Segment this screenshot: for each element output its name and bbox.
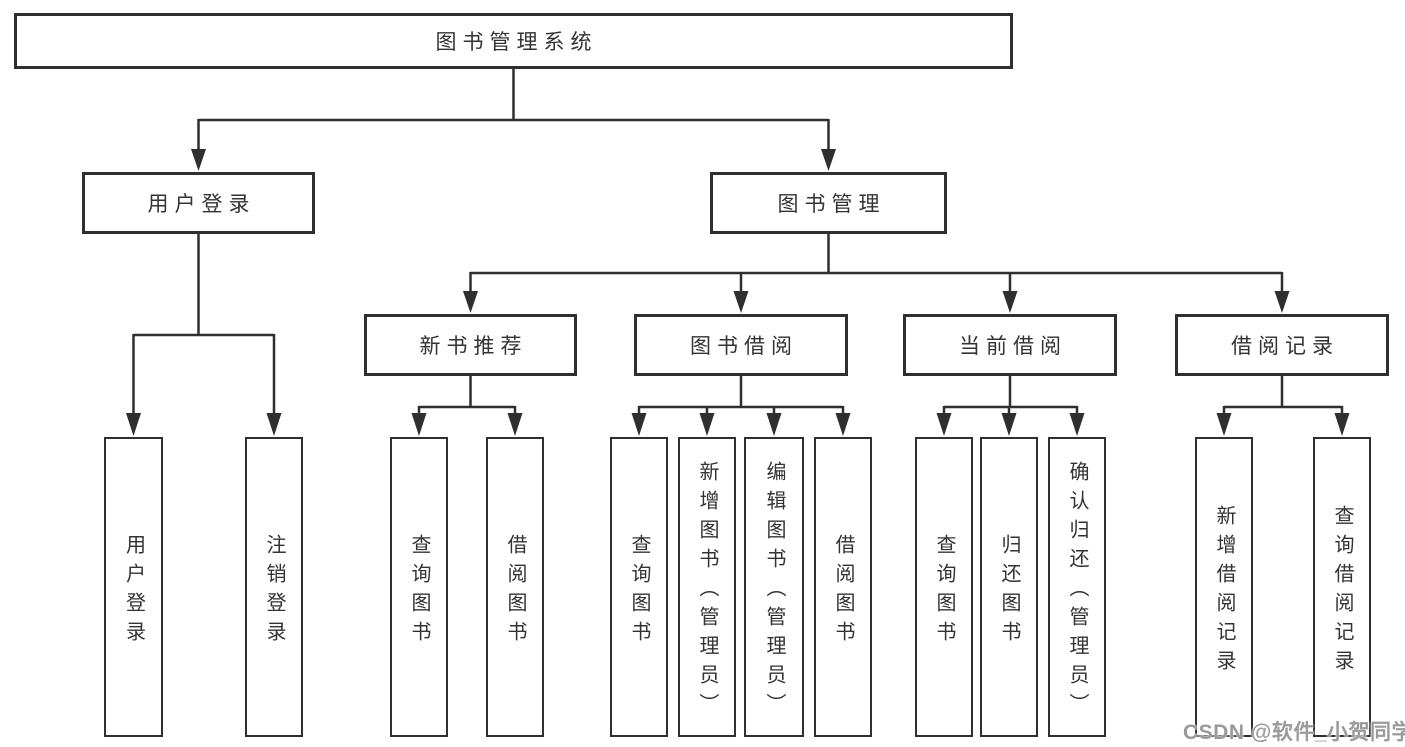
node-confirm-return-admin: 确认归还（管理员） bbox=[1048, 437, 1106, 737]
node-label: 编辑图书（管理员） bbox=[763, 461, 785, 722]
arrowhead-icons bbox=[126, 149, 1350, 436]
node-label: 归还图书 bbox=[998, 533, 1020, 650]
node-label: 借阅记录 bbox=[1231, 335, 1339, 358]
node-borrow-books: 借阅图书 bbox=[814, 437, 872, 737]
node-add-borrow-record: 新增借阅记录 bbox=[1195, 437, 1253, 737]
node-query-books: 查询图书 bbox=[915, 437, 973, 737]
node-label: 用户登录 bbox=[122, 533, 145, 650]
tree-lines bbox=[132, 68, 1344, 414]
node-label: 新书推荐 bbox=[419, 335, 528, 358]
node-label: 图书借阅 bbox=[690, 335, 798, 358]
node-label: 确认归还（管理员） bbox=[1066, 461, 1088, 722]
node-label: 借阅图书 bbox=[504, 533, 526, 650]
node-library-management-system: 图书管理系统 bbox=[14, 13, 1013, 69]
node-book-borrowing: 图书借阅 bbox=[634, 314, 848, 376]
node-label: 当前借阅 bbox=[959, 335, 1067, 358]
node-label: 查询图书 bbox=[408, 533, 430, 650]
node-label: 查询图书 bbox=[933, 533, 955, 650]
node-book-management: 图书管理 bbox=[710, 172, 947, 234]
node-query-borrow-record: 查询借阅记录 bbox=[1313, 437, 1371, 737]
node-user-login: 用户登录 bbox=[82, 172, 315, 234]
node-query-books: 查询图书 bbox=[610, 437, 668, 737]
node-label: 借阅图书 bbox=[832, 533, 854, 650]
node-query-books: 查询图书 bbox=[390, 437, 448, 737]
node-add-books-admin: 新增图书（管理员） bbox=[678, 437, 736, 737]
node-borrowing-records: 借阅记录 bbox=[1175, 314, 1389, 376]
node-user-login-leaf: 用户登录 bbox=[104, 437, 163, 737]
node-label: 注销登录 bbox=[263, 533, 285, 650]
node-label: 新增图书（管理员） bbox=[696, 461, 718, 722]
node-label: 图书管理 bbox=[777, 193, 886, 216]
node-logout: 注销登录 bbox=[245, 437, 303, 737]
node-label: 用户登录 bbox=[147, 193, 256, 216]
node-new-book-recommendation: 新书推荐 bbox=[364, 314, 577, 376]
node-label: 查询借阅记录 bbox=[1331, 504, 1353, 679]
node-current-borrowing: 当前借阅 bbox=[903, 314, 1117, 376]
node-return-books: 归还图书 bbox=[980, 437, 1038, 737]
node-label: 查询图书 bbox=[628, 533, 650, 650]
csdn-watermark: CSDN @软件_小贺同学 bbox=[1183, 721, 1405, 744]
node-borrow-books: 借阅图书 bbox=[486, 437, 544, 737]
node-edit-books-admin: 编辑图书（管理员） bbox=[744, 437, 804, 737]
node-label: 新增借阅记录 bbox=[1213, 504, 1235, 679]
node-label: 图书管理系统 bbox=[435, 31, 598, 54]
